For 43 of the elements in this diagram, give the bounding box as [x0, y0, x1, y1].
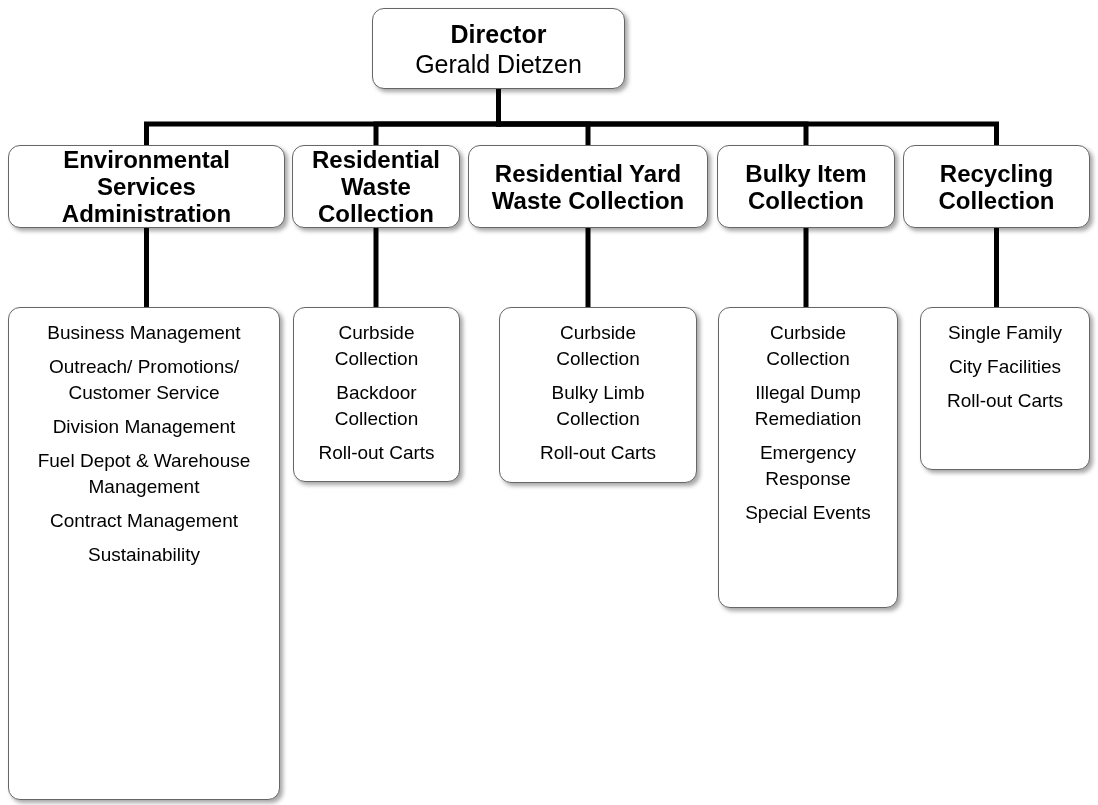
function-list-box	[8, 307, 280, 800]
function-list-box	[293, 307, 460, 482]
function-item: Roll-out Carts	[539, 441, 657, 465]
function-item: Backdoor Collection	[333, 381, 420, 431]
division-title: Bulky Item Collection	[744, 159, 868, 214]
function-item: Emergency Response	[758, 441, 858, 491]
connector-line	[994, 228, 999, 307]
connector-line	[585, 228, 591, 307]
function-item: Curbside Collection	[333, 321, 420, 371]
function-item: Curbside Collection	[555, 321, 641, 371]
function-item: Fuel Depot & Warehouse Management	[36, 449, 252, 499]
division-title: Residential Yard Waste Collection	[490, 159, 686, 214]
division-title: Recycling Collection	[937, 159, 1056, 214]
function-item: Special Events	[745, 501, 871, 525]
division-box	[468, 145, 708, 228]
division-box	[717, 145, 895, 228]
connector-line	[373, 228, 379, 307]
function-list-box	[499, 307, 697, 483]
function-item: Roll-out Carts	[946, 389, 1064, 413]
function-list-box	[920, 307, 1090, 470]
function-item: Business Management	[47, 321, 241, 345]
division-box	[292, 145, 460, 228]
division-title: Environmental Services Administration	[60, 146, 233, 227]
function-item: Curbside Collection	[765, 321, 851, 371]
role-title: Director	[450, 18, 547, 49]
function-item: City Facilities	[949, 355, 1061, 379]
function-item: Illegal Dump Remediation	[753, 381, 863, 431]
function-list-box	[718, 307, 898, 608]
function-item: Bulky Limb Collection	[550, 381, 646, 431]
function-item: Contract Management	[50, 509, 238, 533]
function-item: Roll-out Carts	[318, 441, 435, 465]
connector-line	[144, 228, 149, 307]
function-item: Outreach/ Promotions/ Customer Service	[47, 355, 241, 405]
person-name: Gerald Dietzen	[415, 48, 582, 79]
function-item: Division Management	[52, 415, 236, 439]
function-item: Sustainability	[88, 543, 200, 567]
division-box	[903, 145, 1090, 228]
connector-line	[496, 89, 999, 145]
director-box	[372, 8, 625, 89]
function-item: Single Family	[947, 321, 1062, 345]
division-title: Residential Waste Collection	[312, 146, 441, 227]
division-box	[8, 145, 285, 228]
connector-line	[803, 228, 809, 307]
